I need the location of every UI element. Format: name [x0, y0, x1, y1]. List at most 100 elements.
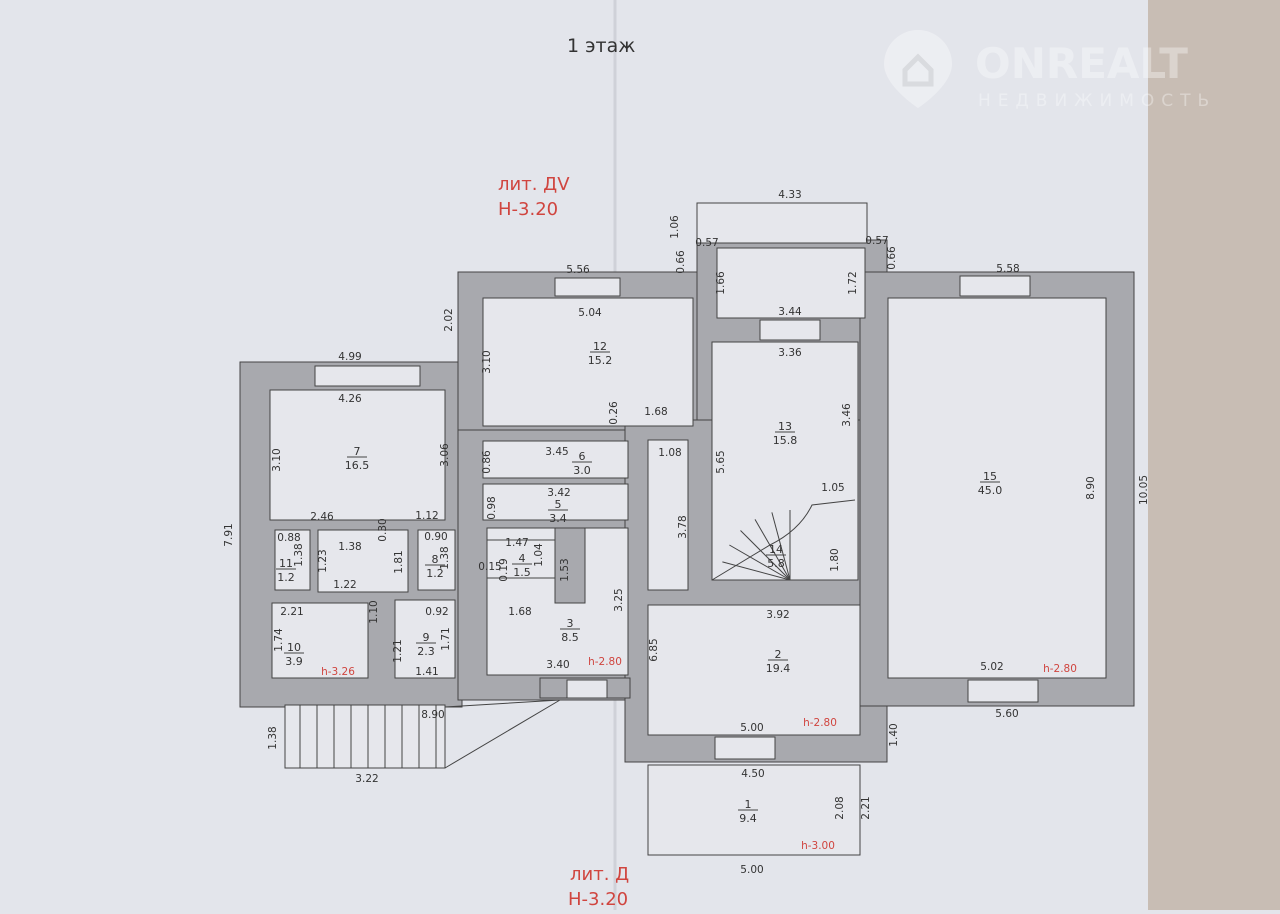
dimension-label: 0.57 [865, 235, 888, 247]
room-number: 2 [775, 648, 782, 661]
spiral-stair [711, 499, 856, 581]
labels: 1215.2716.563.01315.81545.053.481.241.51… [223, 189, 1150, 876]
litera-top-height: Н-3.20 [498, 199, 558, 220]
room-number: 3 [567, 617, 574, 630]
dimension-label: 8.90 [421, 709, 444, 721]
dimension-label: 3.42 [547, 487, 570, 499]
room-area: 3.0 [573, 464, 591, 477]
dimension-label: 1.06 [669, 215, 681, 239]
room-area: 15.2 [588, 354, 613, 367]
rooms-outline [269, 202, 1107, 856]
room-area: 16.5 [345, 459, 370, 472]
dimension-label: 6.85 [648, 638, 660, 661]
room-area: 1.2 [277, 571, 295, 584]
room-area: 1.5 [513, 566, 531, 579]
windows [314, 275, 1039, 760]
dimension-label: 1.71 [440, 627, 452, 650]
dimension-label: 5.65 [715, 450, 727, 473]
dimension-label: 3.10 [271, 448, 283, 471]
dimension-label: 2.02 [443, 308, 455, 331]
dimension-label: 1.23 [317, 549, 329, 572]
dimension-label: 1.10 [368, 600, 380, 623]
dimension-label: 3.45 [545, 446, 568, 458]
ceiling-height-label: h-3.00 [801, 840, 835, 852]
room-area: 2.3 [417, 645, 435, 658]
dimension-label: 1.68 [508, 606, 531, 618]
dimension-label: 7.91 [223, 523, 235, 546]
room-area: 3.4 [549, 512, 567, 525]
dimension-label: 8.90 [1085, 476, 1097, 499]
dimension-label: 2.46 [310, 511, 334, 523]
dimension-label: 1.68 [644, 406, 667, 418]
room-label: 81.2 [425, 553, 445, 580]
dimension-label: 5.56 [566, 264, 590, 276]
dimension-label: 1.53 [559, 558, 571, 581]
room-area: 3.9 [285, 655, 303, 668]
dimension-label: 1.38 [293, 543, 305, 566]
dimension-label: 3.44 [778, 306, 802, 318]
dimension-label: 1.04 [533, 543, 545, 567]
room-label: 111.2 [276, 557, 296, 584]
dimension-label: 1.05 [821, 482, 844, 494]
dimension-label: 5.02 [980, 661, 1003, 673]
dimension-label: 4.26 [338, 393, 362, 405]
dimension-label: 2.21 [860, 796, 872, 819]
room-label: 63.0 [572, 450, 592, 477]
dimension-label: 2.21 [280, 606, 303, 618]
dimension-label: 2.08 [834, 796, 846, 819]
watermark-logo: ONREALT НЕДВИЖИМОСТЬ [884, 30, 1209, 111]
dimension-label: 0.66 [675, 250, 687, 274]
dimension-label: 0.15 [478, 561, 501, 573]
dimension-label: 3.25 [613, 588, 625, 611]
dimension-label: 1.21 [392, 639, 404, 662]
ceiling-height-label: h-2.80 [803, 717, 837, 729]
room-label: 41.5 [512, 552, 532, 579]
dimension-label: 1.66 [715, 271, 727, 295]
room-number: 6 [579, 450, 586, 463]
dimension-label: 3.22 [355, 773, 378, 785]
litera-top-name: лит. ДV [498, 174, 570, 195]
room-label: 145.8 [766, 543, 786, 570]
dimension-label: 4.33 [778, 189, 801, 201]
room-area: 8.5 [561, 631, 579, 644]
dimension-label: 1.22 [333, 579, 356, 591]
dimension-label: 0.88 [277, 532, 300, 544]
dimension-label: 3.78 [677, 515, 689, 538]
dimension-label: 5.04 [578, 307, 602, 319]
room-area: 19.4 [766, 662, 791, 675]
dimension-label: 1.81 [393, 550, 405, 573]
room-label: 716.5 [345, 445, 370, 472]
room-number: 9 [423, 631, 430, 644]
dimension-label: 1.38 [439, 546, 451, 569]
dimension-label: 0.57 [695, 237, 718, 249]
room-label: 38.5 [560, 617, 580, 644]
room-area: 45.0 [978, 484, 1003, 497]
room-number: 5 [555, 498, 562, 511]
page-title: 1 этаж [567, 35, 635, 57]
dimension-label: 0.19 [498, 558, 510, 581]
room-label: 219.4 [766, 648, 791, 675]
room-number: 13 [778, 420, 792, 433]
room-number: 15 [983, 470, 997, 483]
watermark-brand: ONREALT [975, 39, 1188, 88]
dimension-label: 3.06 [439, 443, 451, 467]
dimension-label: 3.36 [778, 347, 802, 359]
litera-bottom-name: лит. Д [570, 864, 629, 885]
dimension-label: 3.92 [766, 609, 789, 621]
room-number: 12 [593, 340, 607, 353]
dimension-label: 1.38 [338, 541, 361, 553]
dimension-label: 0.90 [424, 531, 447, 543]
dimension-label: 0.66 [886, 246, 898, 270]
dimension-label: 4.50 [741, 768, 764, 780]
room-label: 19.4 [738, 798, 758, 825]
dimension-label: 1.08 [658, 447, 681, 459]
dimension-label: 1.12 [415, 510, 438, 522]
dimension-label: 1.47 [505, 537, 528, 549]
dimension-label: 0.92 [425, 606, 448, 618]
room-number: 10 [287, 641, 301, 654]
room-label: 92.3 [416, 631, 436, 658]
dimension-label: 3.10 [481, 350, 493, 373]
